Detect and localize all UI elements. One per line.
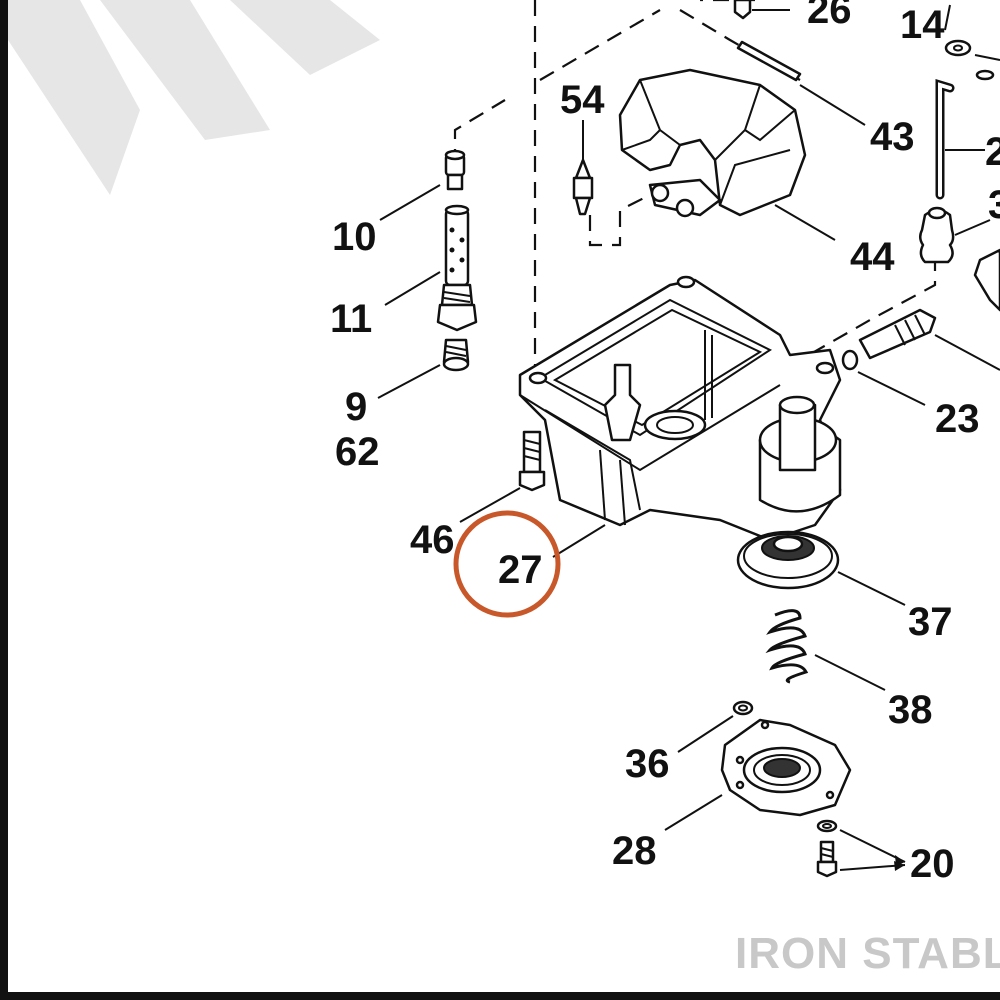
bent-wire-2 — [935, 78, 985, 200]
callout-14: 14 — [900, 3, 945, 47]
callout-20: 20 — [910, 842, 955, 886]
callout-38: 38 — [888, 688, 933, 732]
callout-27: 27 — [498, 548, 543, 592]
pilot-jet-9 — [377, 338, 470, 399]
spring-38 — [765, 609, 886, 691]
callout-9: 9 — [345, 385, 367, 429]
callout-28: 28 — [612, 829, 657, 873]
callout-26: 26 — [807, 0, 852, 32]
callout-46: 46 — [410, 518, 455, 562]
callout-23: 23 — [935, 397, 980, 441]
float-bowl-27 — [518, 275, 842, 558]
float-pin-43 — [736, 40, 866, 126]
highlight-ring — [453, 510, 561, 618]
washer-14 — [944, 4, 1000, 81]
callout-62: 62 — [335, 430, 380, 474]
screw-washer-20 — [816, 819, 906, 878]
needle-valve-54 — [572, 120, 594, 216]
float-44 — [618, 68, 836, 241]
frame-left-border — [0, 0, 8, 1000]
callout-labels: 26 14 2 3 54 43 10 44 11 23 9 62 46 27 3… — [330, 0, 1000, 886]
callout-36: 36 — [625, 742, 670, 786]
callout-2: 2 — [985, 130, 1000, 174]
emulsion-tube-11 — [384, 204, 478, 332]
frame-bottom-border — [0, 992, 1000, 1000]
callout-37: 37 — [908, 600, 953, 644]
jet-10 — [379, 149, 466, 221]
cover-28 — [664, 718, 852, 831]
callout-10: 10 — [332, 215, 377, 259]
diaphragm-37 — [736, 530, 906, 606]
watermark-stripes — [8, 0, 380, 195]
callout-3: 3 — [988, 183, 1000, 227]
callout-54: 54 — [560, 78, 605, 122]
oring-23 — [841, 308, 1000, 406]
brand-watermark: IRON STABLE — [735, 929, 1000, 978]
rubber-boot-3 — [919, 206, 1000, 312]
callout-11: 11 — [330, 297, 372, 341]
screw-46 — [459, 430, 546, 523]
bushing-36 — [677, 700, 754, 753]
callout-43: 43 — [870, 115, 915, 159]
pin-26 — [733, 0, 790, 20]
callout-44: 44 — [850, 235, 895, 279]
